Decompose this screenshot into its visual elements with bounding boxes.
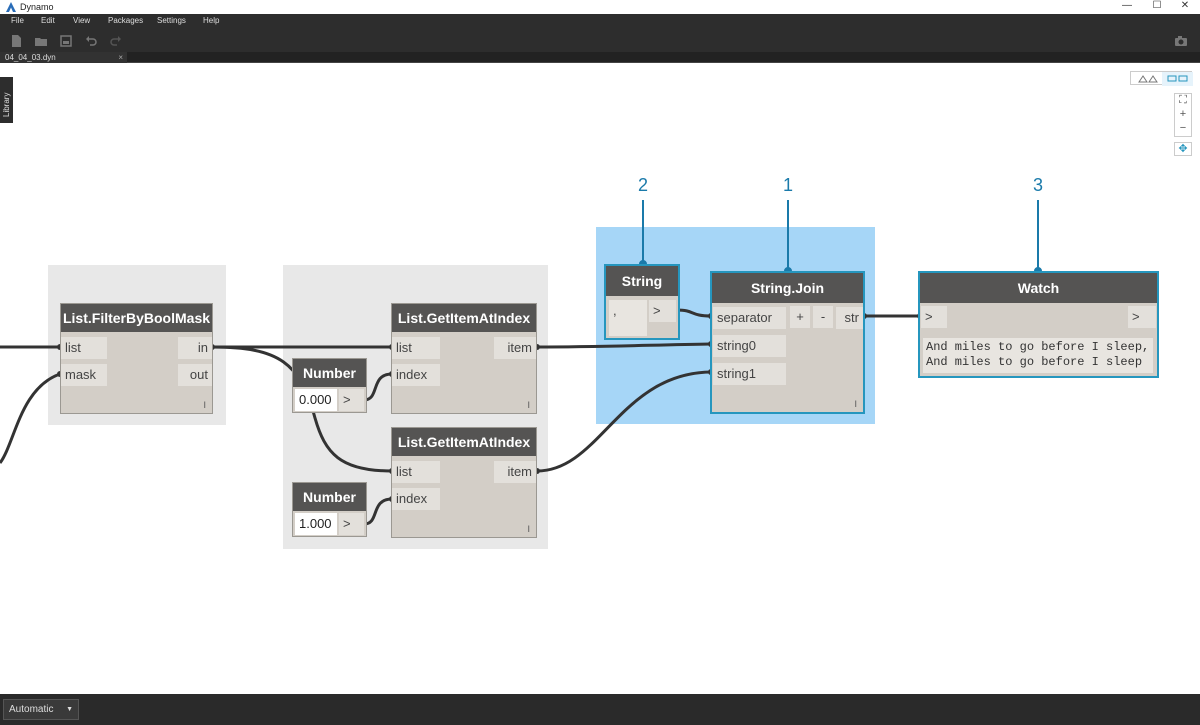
open-file-icon[interactable] [34,34,48,48]
output-port-in[interactable]: in [178,337,212,359]
tab-close-icon[interactable]: × [118,53,123,62]
save-icon[interactable] [59,34,73,48]
dynamo-logo-icon [6,2,16,12]
callout-1: 1 [783,175,794,195]
lacing-indicator: I [527,524,530,534]
run-mode-dropdown[interactable]: Automatic ▼ [3,699,79,720]
menu-help[interactable]: Help [203,16,220,25]
output-port-out[interactable]: out [178,364,212,386]
undo-icon[interactable] [84,34,98,48]
output-port[interactable]: > [339,513,364,535]
pan-button[interactable]: ✥ [1174,142,1192,156]
input-port[interactable]: > [921,306,947,328]
input-port-string1[interactable]: string1 [713,363,786,385]
menu-packages[interactable]: Packages [108,16,144,25]
menu-edit[interactable]: Edit [41,16,55,25]
input-port-separator[interactable]: separator [713,307,786,329]
node-string[interactable]: String , > [604,264,680,340]
chevron-down-icon: ▼ [66,706,73,713]
redo-icon[interactable] [109,34,123,48]
node-filter-by-bool-mask[interactable]: List.FilterByBoolMask list mask in out I [60,303,213,414]
node-title: Number [293,483,366,511]
tab-bar: 04_04_03.dyn × [0,52,1200,63]
lacing-indicator: I [854,399,857,409]
node-get-item-at-index-1[interactable]: List.GetItemAtIndex list index item I [391,303,537,414]
node-number-1[interactable]: Number 0.000 > [292,358,367,413]
tab-04-04-03[interactable]: 04_04_03.dyn × [0,52,127,63]
menu-file[interactable]: File [11,16,24,25]
node-title: Watch [920,273,1157,303]
input-port-list[interactable]: list [61,337,107,359]
node-title: String [606,266,678,296]
lacing-indicator: I [527,400,530,410]
library-label: Library [2,92,11,117]
string-input-field[interactable]: , [609,300,647,336]
menu-view[interactable]: View [73,16,91,25]
zoom-fit-button[interactable]: ⛶ [1179,94,1187,106]
output-port-item[interactable]: item [494,337,536,359]
window-title: Dynamo [20,2,54,12]
toolbar [0,30,1200,52]
node-watch[interactable]: Watch > > And miles to go before I sleep… [918,271,1159,378]
menu-bar: File Edit View Packages Settings Help [0,14,1200,30]
close-button[interactable]: ✕ [1180,0,1190,11]
library-toggle[interactable]: Library [0,77,13,123]
node-title: String.Join [712,273,863,303]
lacing-indicator: I [203,400,206,410]
minimize-button[interactable]: — [1122,0,1132,11]
zoom-controls: ⛶ + − [1174,93,1192,137]
output-port[interactable]: > [339,389,364,411]
input-port-list[interactable]: list [392,461,440,483]
remove-input-button[interactable]: - [813,306,833,328]
number-input-field[interactable]: 0.000 [295,389,337,411]
output-port-item[interactable]: item [494,461,536,483]
title-bar: Dynamo — ☐ ✕ [0,0,1200,14]
node-title: Number [293,359,366,387]
node-string-join[interactable]: String.Join separator string0 string1 + … [710,271,865,414]
watch-output-line-2: And miles to go before I sleep [926,355,1143,369]
callout-2: 2 [638,175,649,195]
input-port-index[interactable]: index [392,488,440,510]
menu-settings[interactable]: Settings [157,16,186,25]
node-title: List.GetItemAtIndex [392,428,536,456]
input-port-mask[interactable]: mask [61,364,107,386]
callout-3: 3 [1033,175,1044,195]
run-mode-label: Automatic [9,704,54,715]
camera-icon[interactable] [1174,34,1188,48]
new-file-icon[interactable] [9,34,23,48]
view-toggle[interactable] [1130,71,1193,86]
zoom-in-button[interactable]: + [1179,108,1187,120]
node-title: List.GetItemAtIndex [392,304,536,332]
input-port-string0[interactable]: string0 [713,335,786,357]
add-input-button[interactable]: + [790,306,810,328]
maximize-button[interactable]: ☐ [1152,0,1162,11]
node-title: List.FilterByBoolMask [61,304,212,332]
output-port-str[interactable]: str [836,307,863,329]
output-port[interactable]: > [1128,306,1156,328]
watch-output-panel: And miles to go before I sleep, And mile… [923,338,1153,373]
input-port-list[interactable]: list [392,337,440,359]
graph-canvas[interactable]: Library ⛶ + − ✥ [0,63,1200,694]
status-bar: Automatic ▼ [0,694,1200,725]
node-get-item-at-index-2[interactable]: List.GetItemAtIndex list index item I [391,427,537,538]
number-input-field[interactable]: 1.000 [295,513,337,535]
watch-output-line-1: And miles to go before I sleep, [926,340,1150,354]
input-port-index[interactable]: index [392,364,440,386]
zoom-out-button[interactable]: − [1179,122,1187,134]
output-port[interactable]: > [649,300,676,322]
node-number-2[interactable]: Number 1.000 > [292,482,367,537]
tab-label: 04_04_03.dyn [5,53,56,62]
